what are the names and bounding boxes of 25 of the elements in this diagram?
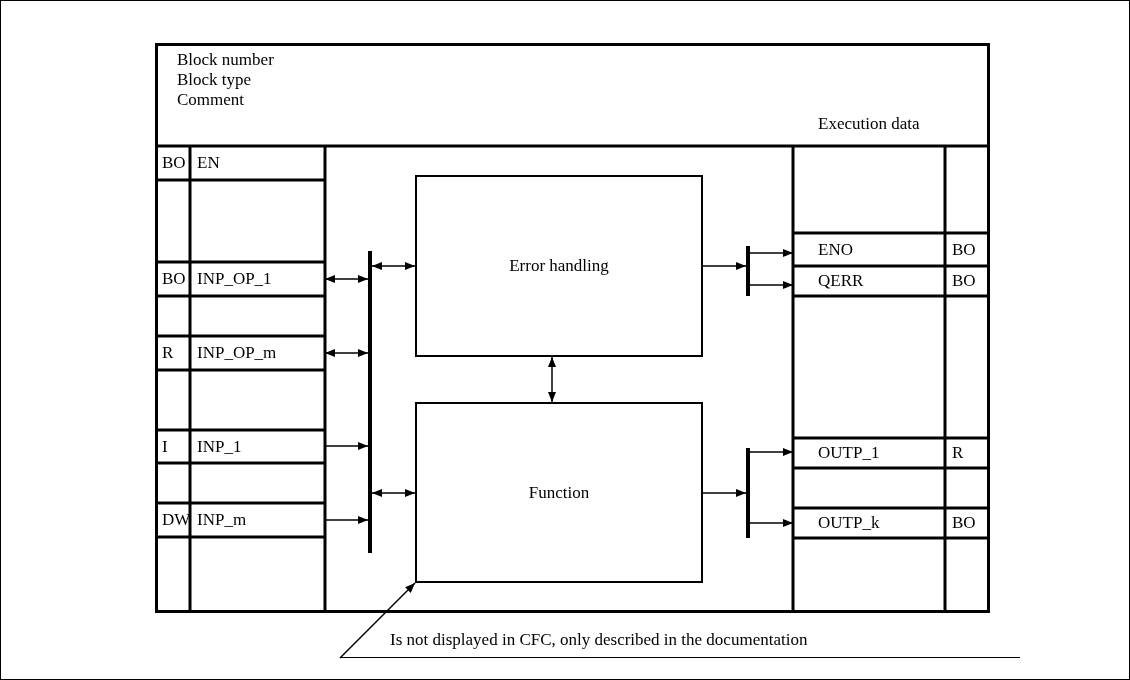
arrow [324,516,369,524]
arrow [749,249,794,257]
arrow [749,519,794,527]
bus-bar [368,251,372,553]
arrow [371,262,416,270]
arrow [749,448,794,456]
arrow [548,356,556,403]
arrow [371,489,416,497]
arrow [324,442,369,450]
header-text: Block number [177,50,274,70]
arrow [324,349,369,357]
arrow [324,275,369,283]
function-box: Function [415,402,703,583]
function-box: Error handling [415,175,703,357]
header-text: Block type [177,70,252,90]
note-text: Is not displayed in CFC, only described in the documentation [340,628,1020,658]
arrow [702,262,747,270]
leader-line [339,582,416,659]
function-block [155,43,990,613]
arrow [702,489,747,497]
arrow [749,281,794,289]
bus-bar [746,246,750,296]
header-text: Comment [177,90,245,110]
bus-bar [746,448,750,538]
execution-data-text: Execution data [818,114,920,134]
